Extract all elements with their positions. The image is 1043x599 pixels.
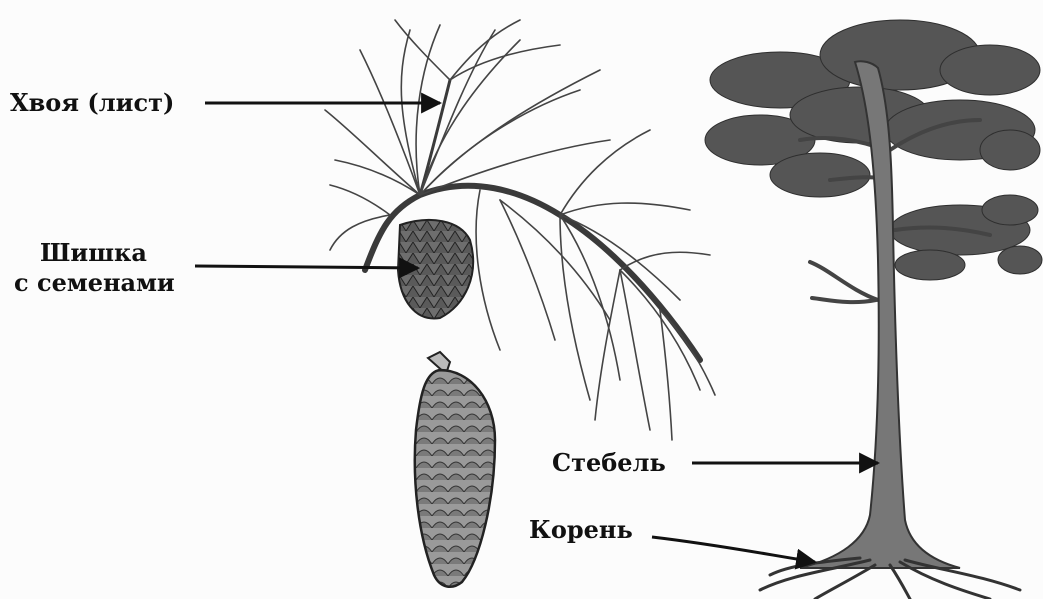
pine-cone	[415, 352, 495, 587]
cone-label-line1: Шишка	[40, 239, 147, 266]
root-label: Корень	[529, 516, 633, 543]
needles-label: Хвоя (лист)	[10, 89, 174, 116]
cone-arrow	[195, 266, 418, 268]
cone-label-line2: с семенами	[14, 269, 175, 296]
pine-tree	[705, 20, 1042, 599]
stem-label: Стебель	[552, 449, 666, 476]
root-arrow	[652, 537, 815, 562]
pine-branch	[325, 20, 715, 440]
